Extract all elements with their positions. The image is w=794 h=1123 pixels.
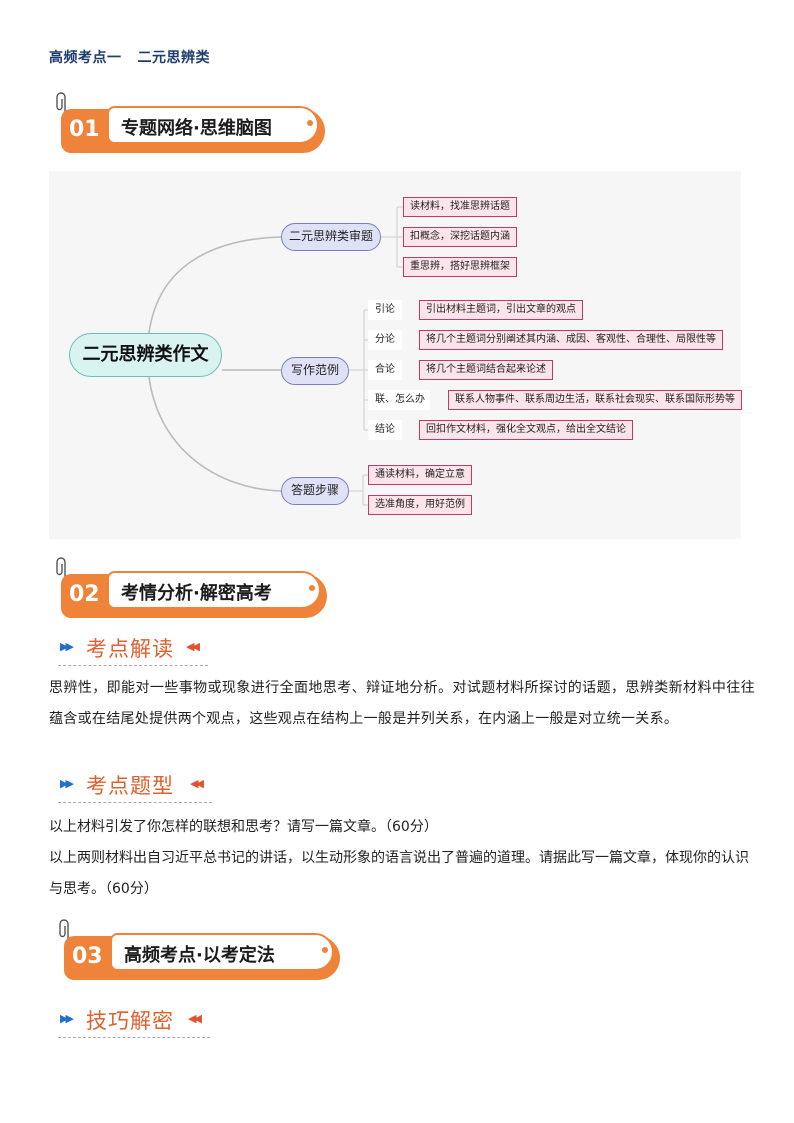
writing-row-desc: 联系人物事件、联系周边生活，联系社会现实、联系国际形势等	[448, 390, 742, 410]
double-arrow-right-icon: ▶▶	[60, 640, 74, 653]
double-arrow-left-icon: ◀◀	[186, 640, 200, 653]
document-title-level: 高频考点一	[49, 50, 122, 66]
mind-map-connectors	[148, 206, 403, 506]
paperclip-icon	[56, 92, 66, 113]
double-arrow-left-icon: ◀◀	[188, 1012, 202, 1025]
branch-review-leaf: 读材料，找准思辨话题	[403, 197, 517, 217]
writing-row-key: 引论	[368, 300, 402, 320]
writing-row-key: 联、怎么办	[368, 390, 430, 410]
section-banner-03: 03 高频考点·以考定法	[58, 919, 340, 980]
writing-row-key: 结论	[368, 420, 402, 440]
section-number: 01	[69, 117, 100, 142]
section-label: 高频考点·以考定法	[124, 945, 275, 966]
section-banner-01: 01 专题网络·思维脑图	[55, 92, 325, 153]
subhead-text: 考点题型	[86, 774, 174, 798]
subhead-question-types: ▶▶ 考点题型 ◀◀	[58, 769, 214, 803]
double-arrow-left-icon: ◀◀	[190, 777, 204, 790]
writing-row-key: 合论	[368, 360, 402, 380]
writing-row-desc: 引出材料主题词，引出文章的观点	[419, 300, 583, 320]
branch-review: 二元思辨类审题	[281, 223, 381, 251]
document-title-topic: 二元思辨类	[137, 50, 210, 66]
writing-row-desc: 将几个主题词分别阐述其内涵、成因、客观性、合理性、局限性等	[419, 330, 723, 350]
branch-answer-steps: 答题步骤	[281, 477, 349, 505]
branch-answer-leaf: 选准角度，用好范例	[368, 495, 472, 515]
subhead-text: 考点解读	[86, 637, 174, 661]
mind-map-root: 二元思辨类作文	[69, 333, 222, 377]
section-number: 02	[69, 582, 100, 607]
writing-row-desc: 将几个主题词结合起来论述	[419, 360, 553, 380]
subhead-text: 技巧解密	[86, 1009, 174, 1033]
writing-row-desc: 回扣作文材料，强化全文观点，给出全文结论	[419, 420, 633, 440]
branch-answer-leaf: 通读材料，确定立意	[368, 465, 472, 485]
subhead-interpretation: ▶▶ 考点解读 ◀◀	[58, 632, 210, 666]
document-title: 高频考点一二元思辨类	[49, 47, 210, 67]
question-item: 以上材料引发了你怎样的联想和思考？请写一篇文章。（60分）	[49, 819, 438, 835]
double-arrow-right-icon: ▶▶	[60, 777, 74, 790]
mind-map: 二元思辨类作文 二元思辨类审题 读材料，找准思辨话题 扣概念，深挖话题内涵 重思…	[49, 171, 742, 539]
interpretation-paragraph: 思辨性，即能对一些事物或现象进行全面地思考、辩证地分析。对试题材料所探讨的话题，…	[49, 673, 755, 735]
paperclip-icon	[56, 557, 66, 578]
section-label: 考情分析·解密高考	[121, 583, 272, 604]
question-types-list: 以上材料引发了你怎样的联想和思考？请写一篇文章。（60分） 以上两则材料出自习近…	[49, 812, 759, 905]
double-arrow-right-icon: ▶▶	[60, 1012, 74, 1025]
paperclip-icon	[59, 919, 69, 940]
question-item: 以上两则材料出自习近平总书记的讲话，以生动形象的语言说出了普遍的道理。请据此写一…	[49, 850, 749, 897]
subhead-techniques: ▶▶ 技巧解密 ◀◀	[58, 1004, 212, 1038]
section-number: 03	[72, 944, 103, 969]
branch-review-leaf: 扣概念，深挖话题内涵	[403, 227, 517, 247]
section-banner-02: 02 考情分析·解密高考	[55, 557, 327, 618]
section-label: 专题网络·思维脑图	[121, 118, 272, 139]
interpretation-text: 思辨性，即能对一些事物或现象进行全面地思考、辩证地分析。对试题材料所探讨的话题，…	[49, 680, 755, 727]
writing-row-key: 分论	[368, 330, 402, 350]
branch-review-leaf: 重思辨，搭好思辨框架	[403, 257, 517, 277]
branch-writing-example: 写作范例	[281, 357, 349, 385]
